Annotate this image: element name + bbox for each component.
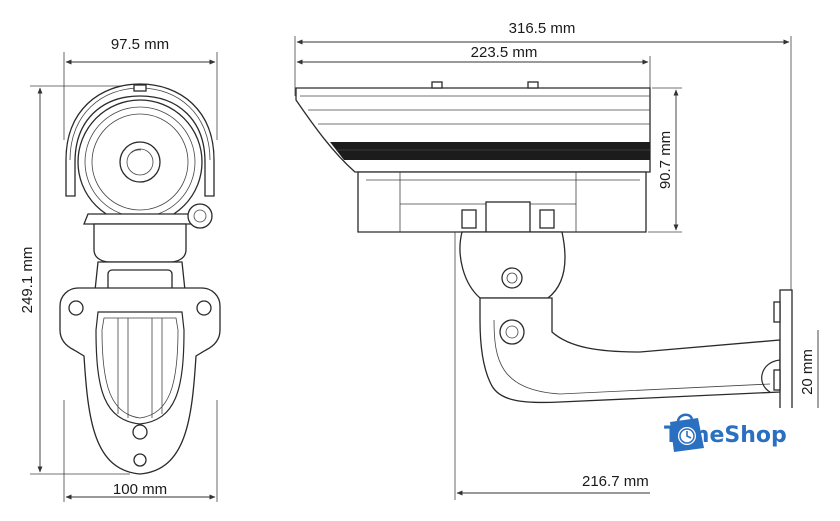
front-sun-shield: [65, 83, 215, 197]
shopping-bag-clock-icon: [670, 413, 704, 452]
front-height-label: 249.1 mm: [19, 247, 36, 314]
side-view: 316.5 mm 223.5 mm 90.7 mm: [294, 20, 819, 500]
housing-dark-band: [330, 142, 650, 160]
front-tilt-knob: [187, 203, 213, 229]
base-width-label: 100 mm: [113, 481, 167, 498]
front-view: 97.5 mm 249.1 mm: [19, 36, 221, 502]
lens: [119, 141, 161, 183]
timeshop-watermark: TimeShop: [662, 408, 838, 462]
housing-length-label: 223.5 mm: [471, 44, 538, 61]
mount-height-label: 20 mm: [799, 349, 816, 395]
total-length-label: 316.5 mm: [509, 20, 576, 37]
front-width-label: 97.5 mm: [111, 36, 169, 53]
side-wall-plate: [779, 289, 793, 415]
side-clamp: [485, 201, 531, 233]
side-bracket-arm: [479, 297, 781, 404]
bracket-length-label: 216.7 mm: [582, 473, 649, 490]
front-mount-plate: [59, 287, 221, 475]
housing-height-label: 90.7 mm: [657, 131, 674, 189]
